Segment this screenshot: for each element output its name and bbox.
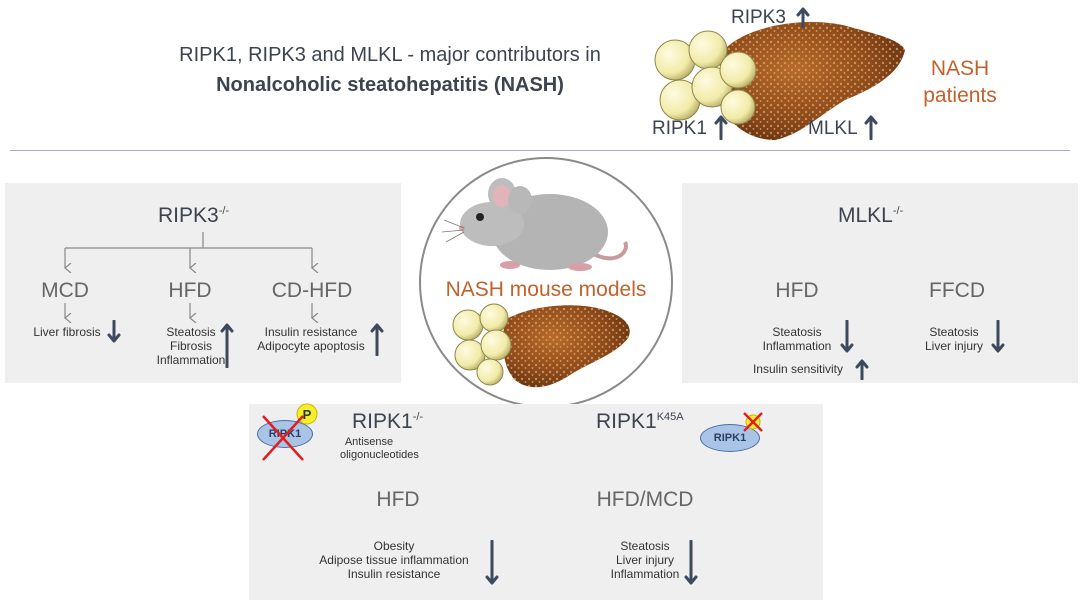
down-arrow-icon: [840, 320, 854, 353]
effect-insulin-sensitivity: Insulin sensitivity: [752, 362, 844, 376]
effects-ripk1-knockout: Obesity Adipose tissue inflammation Insu…: [319, 539, 469, 581]
diet-hfd: HFD: [168, 279, 212, 302]
effects-ripk1-k45a: Steatosis Liver injury Inflammation: [610, 539, 680, 581]
ripk3-knockout-panel: [5, 183, 401, 383]
nash-patients-label: NASH patients: [923, 57, 997, 107]
ripk1-label: RIPK1: [652, 118, 707, 139]
effects-cd-hfd: Insulin resistance Adipocyte apoptosis: [257, 325, 365, 353]
up-arrow-icon: [714, 115, 728, 140]
up-arrow-icon: [796, 7, 810, 28]
down-arrow-icon: [684, 540, 698, 585]
diet-cd-hfd: CD-HFD: [271, 279, 353, 302]
kinase-dead-cross-icon: [743, 412, 763, 432]
divider: [10, 150, 1070, 151]
effect-liver-fibrosis: Liver fibrosis: [33, 325, 101, 339]
title-line-2: Nonalcoholic steatohepatitis (NASH): [216, 74, 564, 96]
up-arrow-icon: [370, 323, 384, 356]
down-arrow-icon: [485, 540, 499, 585]
mlkl-label: MLKL: [808, 118, 858, 139]
mlkl-knockout-panel: [682, 183, 1078, 383]
mouse-illustration: [441, 178, 628, 271]
title-line-1: RIPK1, RIPK3 and MLKL - major contributo…: [179, 44, 601, 66]
effects-ffcd: Steatosis Liver injury: [924, 325, 984, 353]
nash-mouse-models-label: NASH mouse models: [445, 278, 647, 301]
up-arrow-icon: [220, 323, 234, 368]
diet-hfd-mlkl: HFD: [775, 279, 819, 302]
svg-text:P: P: [303, 407, 312, 422]
mouse-liver-illustration: [452, 303, 630, 388]
phospho-cross-icon: P: [262, 403, 318, 461]
ripk3-label: RIPK3: [731, 7, 786, 28]
adipocyte-cluster: [654, 30, 757, 125]
up-arrow-icon: [855, 359, 869, 380]
down-arrow-icon: [107, 320, 121, 343]
ripk3-knockout-header: RIPK3-/-: [158, 204, 230, 227]
antisense-oligonucleotides-label: Antisense oligonucleotides: [340, 436, 419, 461]
diet-mcd: MCD: [41, 279, 89, 302]
down-arrow-icon: [991, 320, 1005, 353]
diet-hfd-ripk1: HFD: [376, 488, 420, 511]
diet-ffcd: FFCD: [929, 279, 985, 302]
effects-hfd: Steatosis Fibrosis Inflammation: [156, 325, 226, 367]
effects-hfd-mlkl: Steatosis Inflammation: [762, 325, 832, 353]
nash-patients-liver-illustration: [654, 22, 905, 141]
ripk1-knockout-header: RIPK1-/-: [352, 410, 424, 433]
diet-hfd-mcd: HFD/MCD: [596, 488, 694, 511]
ripk1-k45a-header: RIPK1K45A: [596, 410, 684, 433]
mlkl-knockout-header: MLKL-/-: [838, 204, 904, 227]
up-arrow-icon: [864, 115, 878, 140]
